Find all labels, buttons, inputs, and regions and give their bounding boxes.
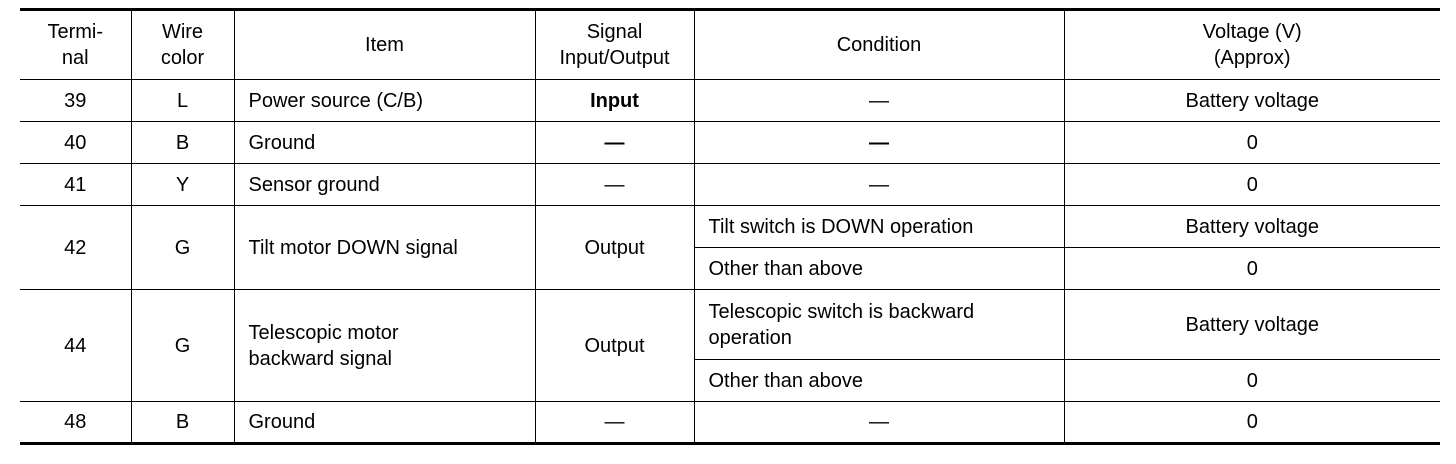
cell-condition: —	[693, 163, 1065, 206]
cell-voltage: 0	[1063, 121, 1440, 164]
cell-condition: —	[693, 401, 1065, 445]
table-row: 42 G Tilt motor DOWN signal Output Tilt …	[20, 205, 1440, 290]
cell-voltage: Battery voltage	[1063, 79, 1440, 122]
cell-item: Ground	[233, 121, 536, 164]
cell-wire-color: L	[130, 79, 235, 122]
table-row: Other than above 0	[20, 247, 1440, 290]
cell-condition: Other than above	[694, 247, 1065, 290]
cell-wire-color: G	[130, 289, 235, 402]
cell-item: Tilt motor DOWN signal	[233, 205, 536, 290]
cell-terminal: 39	[20, 79, 132, 122]
cell-condition: Tilt switch is DOWN operation	[693, 205, 1065, 248]
cell-voltage: 0	[1063, 401, 1440, 445]
cell-terminal: 48	[20, 401, 132, 445]
header-item: Item	[233, 8, 536, 80]
header-condition: Condition	[693, 8, 1065, 80]
cell-signal: Output	[534, 205, 695, 290]
cell-item: Power source (C/B)	[233, 79, 536, 122]
table-body: 39 L Power source (C/B) Input — Battery …	[20, 79, 1440, 445]
cell-voltage: 0	[1063, 163, 1440, 206]
cell-item: Ground	[233, 401, 536, 445]
header-voltage: Voltage (V)(Approx)	[1063, 8, 1440, 80]
table-row: 39 L Power source (C/B) Input — Battery …	[20, 79, 1440, 122]
header-terminal: Termi-nal	[20, 8, 132, 80]
cell-condition: —	[693, 79, 1065, 122]
cell-signal: —	[534, 401, 695, 445]
cell-terminal: 44	[20, 289, 132, 402]
cell-voltage: 0	[1063, 359, 1440, 402]
cell-terminal: 40	[20, 121, 132, 164]
cell-voltage: 0	[1063, 247, 1440, 290]
cell-item: Sensor ground	[233, 163, 536, 206]
cell-wire-color: G	[130, 205, 235, 290]
cell-signal: —	[534, 163, 695, 206]
cell-terminal: 42	[20, 205, 132, 290]
table-row: 40 B Ground — — 0	[20, 121, 1440, 164]
cell-signal: Input	[534, 79, 695, 122]
cell-condition: Other than above	[694, 359, 1065, 402]
table-row: 48 B Ground — — 0	[20, 401, 1440, 445]
cell-signal: —	[534, 121, 695, 164]
cell-condition: —	[693, 121, 1065, 164]
table-row: 41 Y Sensor ground — — 0	[20, 163, 1440, 206]
table-row: Other than above 0	[20, 359, 1440, 402]
cell-terminal: 41	[20, 163, 132, 206]
cell-signal: Output	[534, 289, 695, 402]
cell-voltage: Battery voltage	[1063, 289, 1440, 360]
cell-voltage: Battery voltage	[1063, 205, 1440, 248]
cell-wire-color: B	[130, 121, 235, 164]
cell-wire-color: Y	[130, 163, 235, 206]
cell-wire-color: B	[130, 401, 235, 445]
